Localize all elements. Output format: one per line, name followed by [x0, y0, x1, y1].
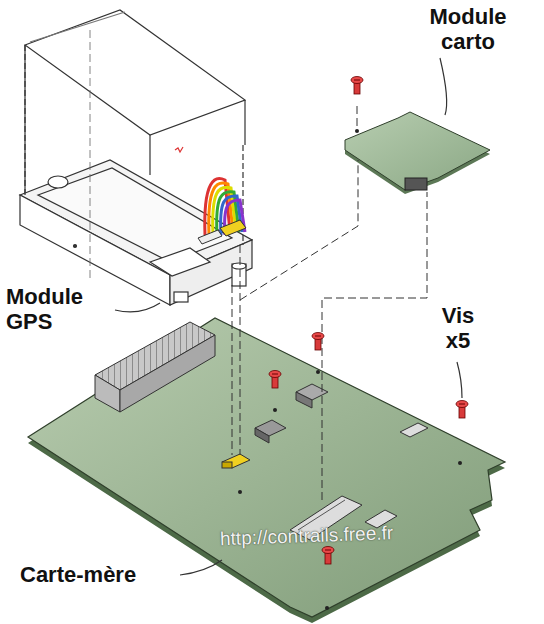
part-label: Module GPS — [6, 284, 118, 335]
part-label: Carte-mère — [20, 562, 180, 587]
guide-lines — [232, 106, 427, 500]
ribbon-cable — [198, 179, 246, 244]
part-label: Vis x5 — [428, 303, 488, 354]
gps-module — [20, 10, 252, 305]
leader-lines — [115, 58, 462, 575]
screws — [269, 77, 468, 565]
map-module — [345, 112, 490, 194]
part-label: Module carto — [412, 4, 524, 55]
